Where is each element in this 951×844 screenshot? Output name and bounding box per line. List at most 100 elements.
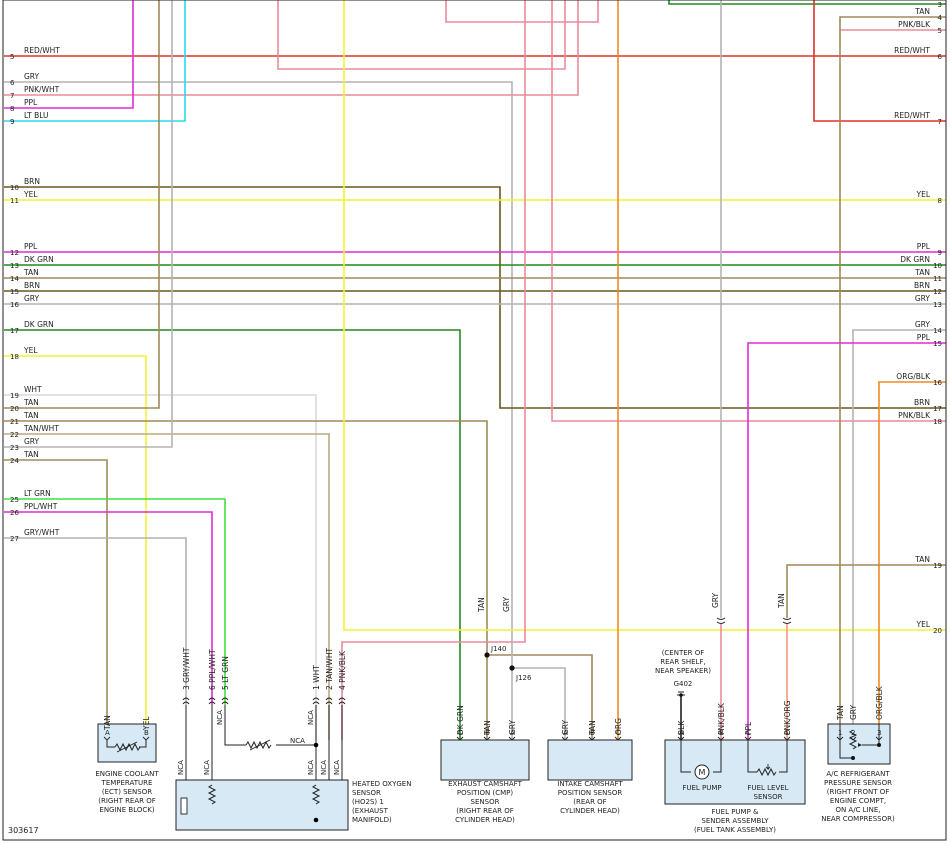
wire-pnk-blk-to-ho2s — [341, 0, 526, 740]
left-row-wire-label: TAN — [23, 268, 39, 277]
left-row-number: 15 — [10, 288, 19, 296]
left-row-wire-label: TAN/WHT — [23, 424, 59, 433]
pin-arrow-icon — [614, 736, 622, 741]
left-row-wire-label: WHT — [24, 385, 42, 394]
pin-arrow-icon — [588, 736, 596, 741]
right-row-wire-label: RED/WHT — [894, 111, 930, 120]
ect-pin-a-pin-letter: A — [105, 729, 110, 737]
ect-pin-a-wire-label: TAN — [103, 715, 112, 731]
ho2s-nca-label: NCA — [333, 760, 341, 775]
ho2s-sensor-box — [175, 779, 349, 831]
level-sensor-arrow-icon — [765, 764, 771, 771]
splice-dot-j126 — [509, 665, 515, 671]
left-row-wire-label: BRN — [24, 281, 40, 290]
right-row-wire-label: RED/WHT — [894, 46, 930, 55]
exh-cmp-pin-a-pin-letter: A — [510, 729, 515, 737]
left-row-number: 7 — [10, 92, 14, 100]
exh-cmp-sensor-box — [440, 739, 530, 781]
wire-tan-right-19 — [786, 564, 946, 618]
left-row-number: 21 — [10, 418, 19, 426]
left-row-wire-label: LT BLU — [24, 111, 49, 120]
left-row-wire-label: TAN — [23, 411, 39, 420]
right-row-number: 11 — [933, 275, 942, 283]
left-row-number: 18 — [10, 353, 19, 361]
fuel-pin-c-wire-label: PPL — [744, 721, 753, 735]
right-row-wire-label: BRN — [914, 398, 930, 407]
left-row-wire-label: TAN — [23, 398, 39, 407]
ac-sensor-name-line: NEAR COMPRESSOR) — [821, 815, 895, 823]
pin-arrow-icon — [508, 736, 516, 741]
ect-sensor-name-line: ENGINE COOLANT — [95, 770, 159, 778]
wire-tan-right-4-to-ac — [839, 16, 946, 740]
inline-connector-icon — [782, 617, 792, 624]
right-row-wire-label: TAN — [914, 555, 930, 564]
motor-symbol: M — [699, 768, 706, 777]
ac-junction-dot — [877, 743, 881, 747]
left-row-wire-label: PPL — [24, 242, 38, 251]
ac-junction-dot — [851, 756, 855, 760]
wire-gry-right-14-to-ac — [852, 329, 946, 740]
splice-label-j140: J140 — [490, 645, 506, 653]
left-row-number: 27 — [10, 535, 19, 543]
right-row-wire-label: PNK/BLK — [898, 411, 931, 420]
ground-dot-icon — [679, 693, 683, 697]
ho2s-pin-label: 5 LT GRN — [221, 656, 230, 690]
int-cmp-sensor-box — [547, 739, 633, 781]
fuel-level-label-line: SENSOR — [754, 793, 783, 801]
wire-gry-wht-27-to-ho2s — [4, 537, 187, 705]
fuel-assembly-name-line: (FUEL TANK ASSEMBLY) — [694, 826, 776, 834]
ho2s-nca-label: NCA — [307, 760, 315, 775]
ho2s-pin-arrow-icon — [338, 701, 346, 705]
left-row-number: 20 — [10, 405, 19, 413]
wire-layer — [4, 0, 946, 820]
heater-resistor-icon — [207, 784, 217, 805]
ho2s-sensor-name-line: SENSOR — [352, 789, 381, 797]
int-cmp-pin-b-pin-letter: B — [590, 729, 595, 737]
exh-cmp-pin-c-pin-letter: C — [458, 729, 463, 737]
inline-label-fuel-gry: GRY — [711, 592, 720, 608]
wire-ppl-wht-26-to-ho2s — [4, 511, 213, 705]
right-row-number: 6 — [938, 53, 943, 61]
left-row-wire-label: RED/WHT — [24, 46, 60, 55]
right-row-wire-label: DK GRN — [900, 255, 930, 264]
exh-cmp-pin-c-wire-label: DK GRN — [456, 705, 465, 735]
thermistor-arrow-icon — [116, 741, 138, 753]
wire-yel-row20 — [343, 0, 946, 631]
ho2s-pin-arrow-icon — [312, 701, 320, 705]
right-row-wire-label: TAN — [914, 268, 930, 277]
ho2s-sensor-name-line: (EXHAUST — [352, 807, 389, 815]
ground-location-note-line: (CENTER OF — [662, 649, 705, 657]
ho2s-pin-label: 3 GRY/WHT — [182, 647, 191, 690]
wire-tan-j140-to-int-cmp — [487, 654, 593, 740]
ho2s-pin-arrow-icon — [221, 697, 229, 701]
ac-pin-1-wire-label: TAN — [836, 705, 845, 721]
int-cmp-pin-a-wire-label: GRY — [561, 719, 570, 735]
ho2s-lt-grn-to-resistor — [224, 705, 246, 746]
left-row-number: 25 — [10, 496, 19, 504]
right-row-wire-label: PPL — [917, 333, 931, 342]
right-row-number: 5 — [938, 27, 942, 35]
heater-resistor-icon — [311, 784, 321, 805]
ac-sensor-name-line: ENGINE COMPT, — [830, 797, 886, 805]
fuel-internal-wire — [779, 740, 788, 773]
wire-gry-23 — [4, 0, 173, 448]
left-row-wire-label: GRY/WHT — [24, 528, 60, 537]
fuel-assembly-name-line: FUEL PUMP & — [712, 808, 760, 816]
right-row-number: 9 — [938, 249, 942, 257]
ac-sensor-name-line: ON A/C LINE, — [835, 806, 880, 814]
exh-cmp-pin-a-wire-label: GRY — [508, 719, 517, 735]
wire-pnk-wht-7 — [4, 0, 579, 96]
right-row-number: 19 — [933, 562, 942, 570]
ac-internal-wire — [839, 724, 853, 759]
left-row-number: 8 — [10, 105, 14, 113]
fuel-pump-label: FUEL PUMP — [682, 784, 721, 792]
left-row-number: 17 — [10, 327, 19, 335]
int-cmp-name-line: CYLINDER HEAD) — [560, 807, 620, 815]
left-row-number: 11 — [10, 197, 19, 205]
fuel-internal-wire — [747, 740, 757, 773]
fuel-pin-d-wire-label: PNK/ORG — [783, 700, 792, 735]
fuel-internal-wire — [680, 740, 691, 773]
int-cmp-pin-c-pin-letter: C — [616, 729, 621, 737]
ho2s-pin-arrow-icon — [325, 697, 333, 701]
